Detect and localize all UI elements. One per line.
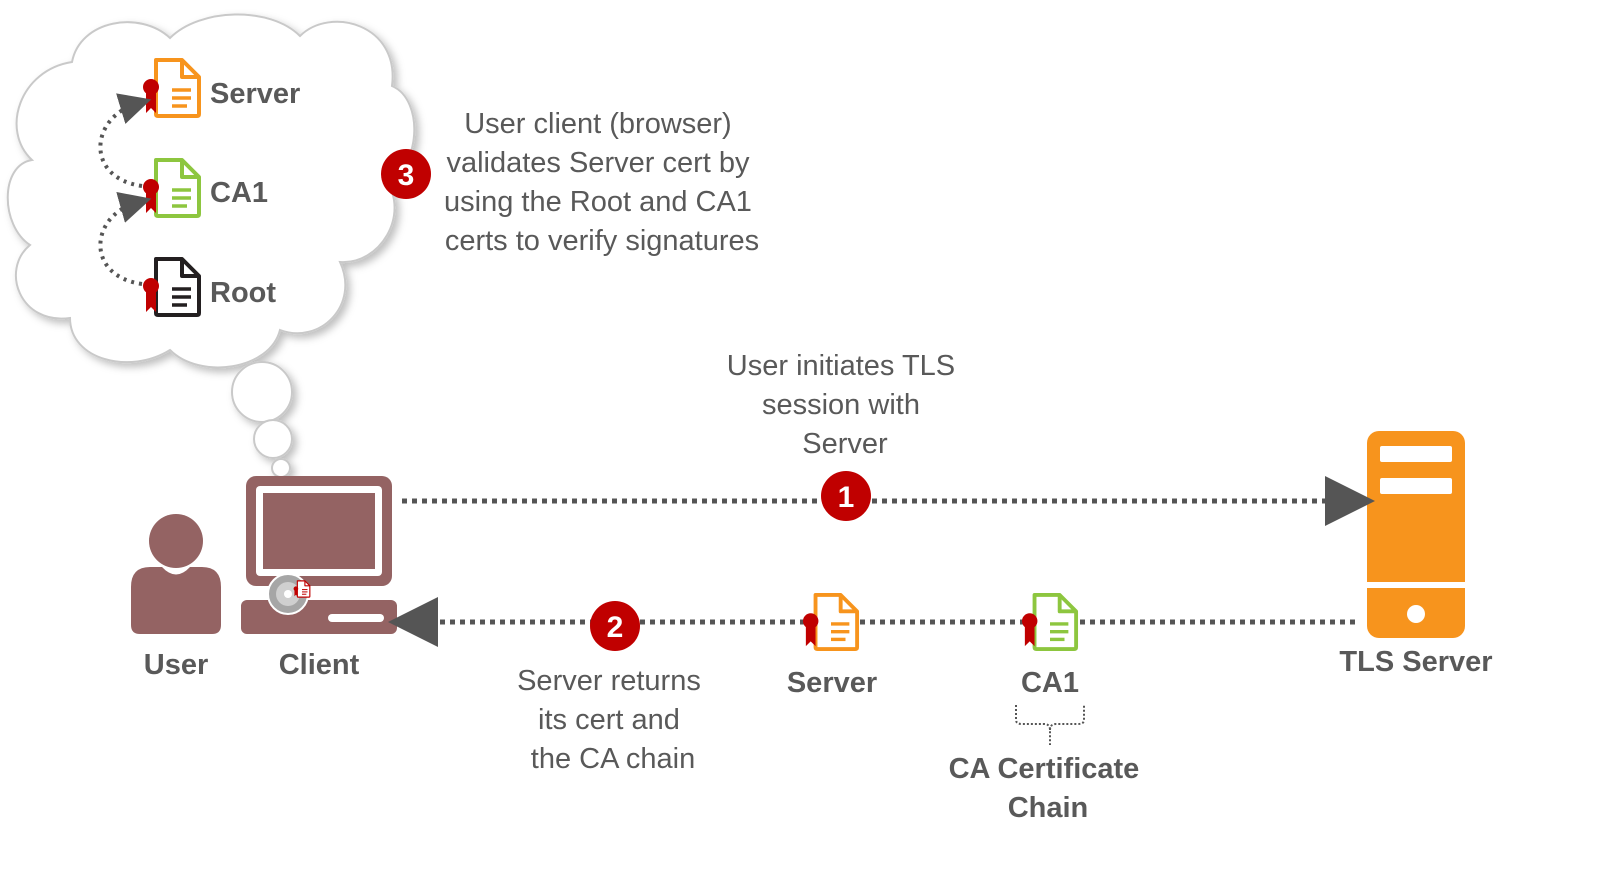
step-3-badge: 3 — [381, 149, 431, 199]
cloud-root-cert: Root — [142, 257, 276, 317]
certificate-icon — [1021, 592, 1079, 652]
certificate-icon — [802, 592, 860, 652]
svg-text:2: 2 — [607, 611, 624, 644]
cloud-ca1-cert-label: CA1 — [210, 177, 268, 209]
step-2-badge: 2 — [590, 601, 640, 651]
cloud-server-cert-label: Server — [210, 78, 300, 110]
user-label: User — [144, 649, 209, 681]
svg-text:1: 1 — [838, 481, 855, 514]
client-computer-icon — [241, 476, 397, 634]
chain-server-cert-label: Server — [787, 667, 877, 699]
chain-ca1-cert: CA1 — [1021, 592, 1079, 699]
cloud-ca1-cert: CA1 — [142, 158, 268, 218]
thought-cloud — [6, 13, 416, 478]
chain-bracket — [1015, 705, 1085, 745]
cloud-root-cert-label: Root — [210, 277, 276, 309]
client-label: Client — [279, 649, 360, 681]
chain-ca1-cert-label: CA1 — [1021, 667, 1079, 699]
step-3-description: User client (browser) validates Server c… — [444, 108, 760, 257]
user-icon — [131, 514, 221, 634]
cloud-server-cert: Server — [142, 58, 300, 118]
chain-server-cert: Server — [787, 592, 877, 699]
verify-arrow-ca1-to-server — [98, 93, 152, 188]
disc-certificate-icon — [267, 573, 311, 615]
step-1-badge: 1 — [821, 471, 871, 521]
tls-server-label: TLS Server — [1339, 646, 1492, 678]
step-1-description: User initiates TLS session with Server — [727, 350, 963, 460]
chain-label: CA Certificate Chain — [949, 753, 1148, 824]
step-2-description: Server returns its cert and the CA chain — [517, 665, 709, 775]
tls-server-icon — [1367, 431, 1465, 638]
verify-arrow-root-to-ca1 — [98, 191, 152, 286]
svg-text:3: 3 — [398, 159, 415, 192]
